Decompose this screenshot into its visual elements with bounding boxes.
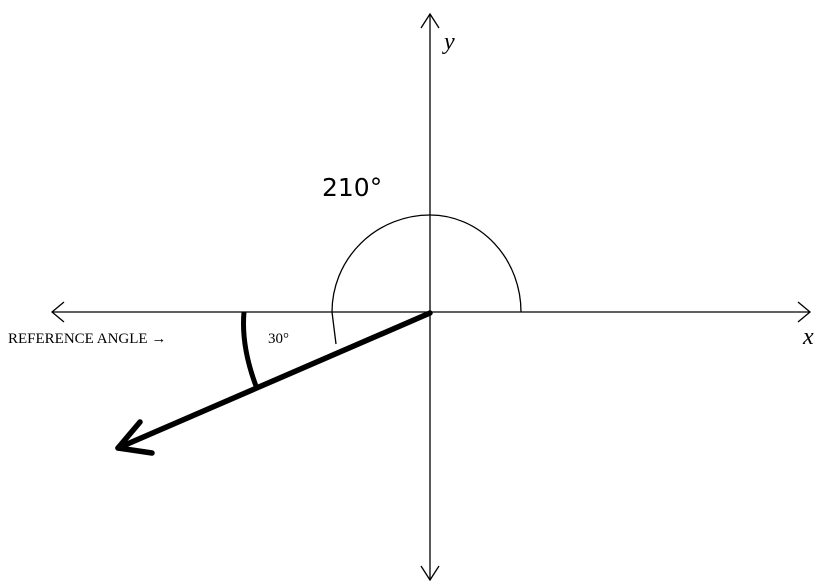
reference-angle-label: 30°: [268, 331, 289, 347]
reference-angle-arc: [241, 311, 259, 387]
x-axis-label: x: [802, 324, 814, 350]
terminal-ray-line: [115, 310, 433, 451]
x-axis-right-arrowhead: [797, 301, 812, 323]
x-axis-left-arrowhead: [50, 301, 65, 323]
y-axis-top-arrowhead: [420, 12, 440, 29]
rotation-angle-label: 210°: [322, 173, 382, 202]
rotation-arc: [331, 214, 522, 345]
y-axis-bottom-arrowhead: [420, 565, 440, 582]
y-axis: [420, 12, 440, 582]
terminal-ray: [115, 310, 433, 456]
y-axis-label: y: [442, 29, 455, 55]
reference-angle-caption: REFERENCE ANGLE →: [8, 331, 166, 347]
terminal-ray-arrowhead: [115, 419, 155, 456]
